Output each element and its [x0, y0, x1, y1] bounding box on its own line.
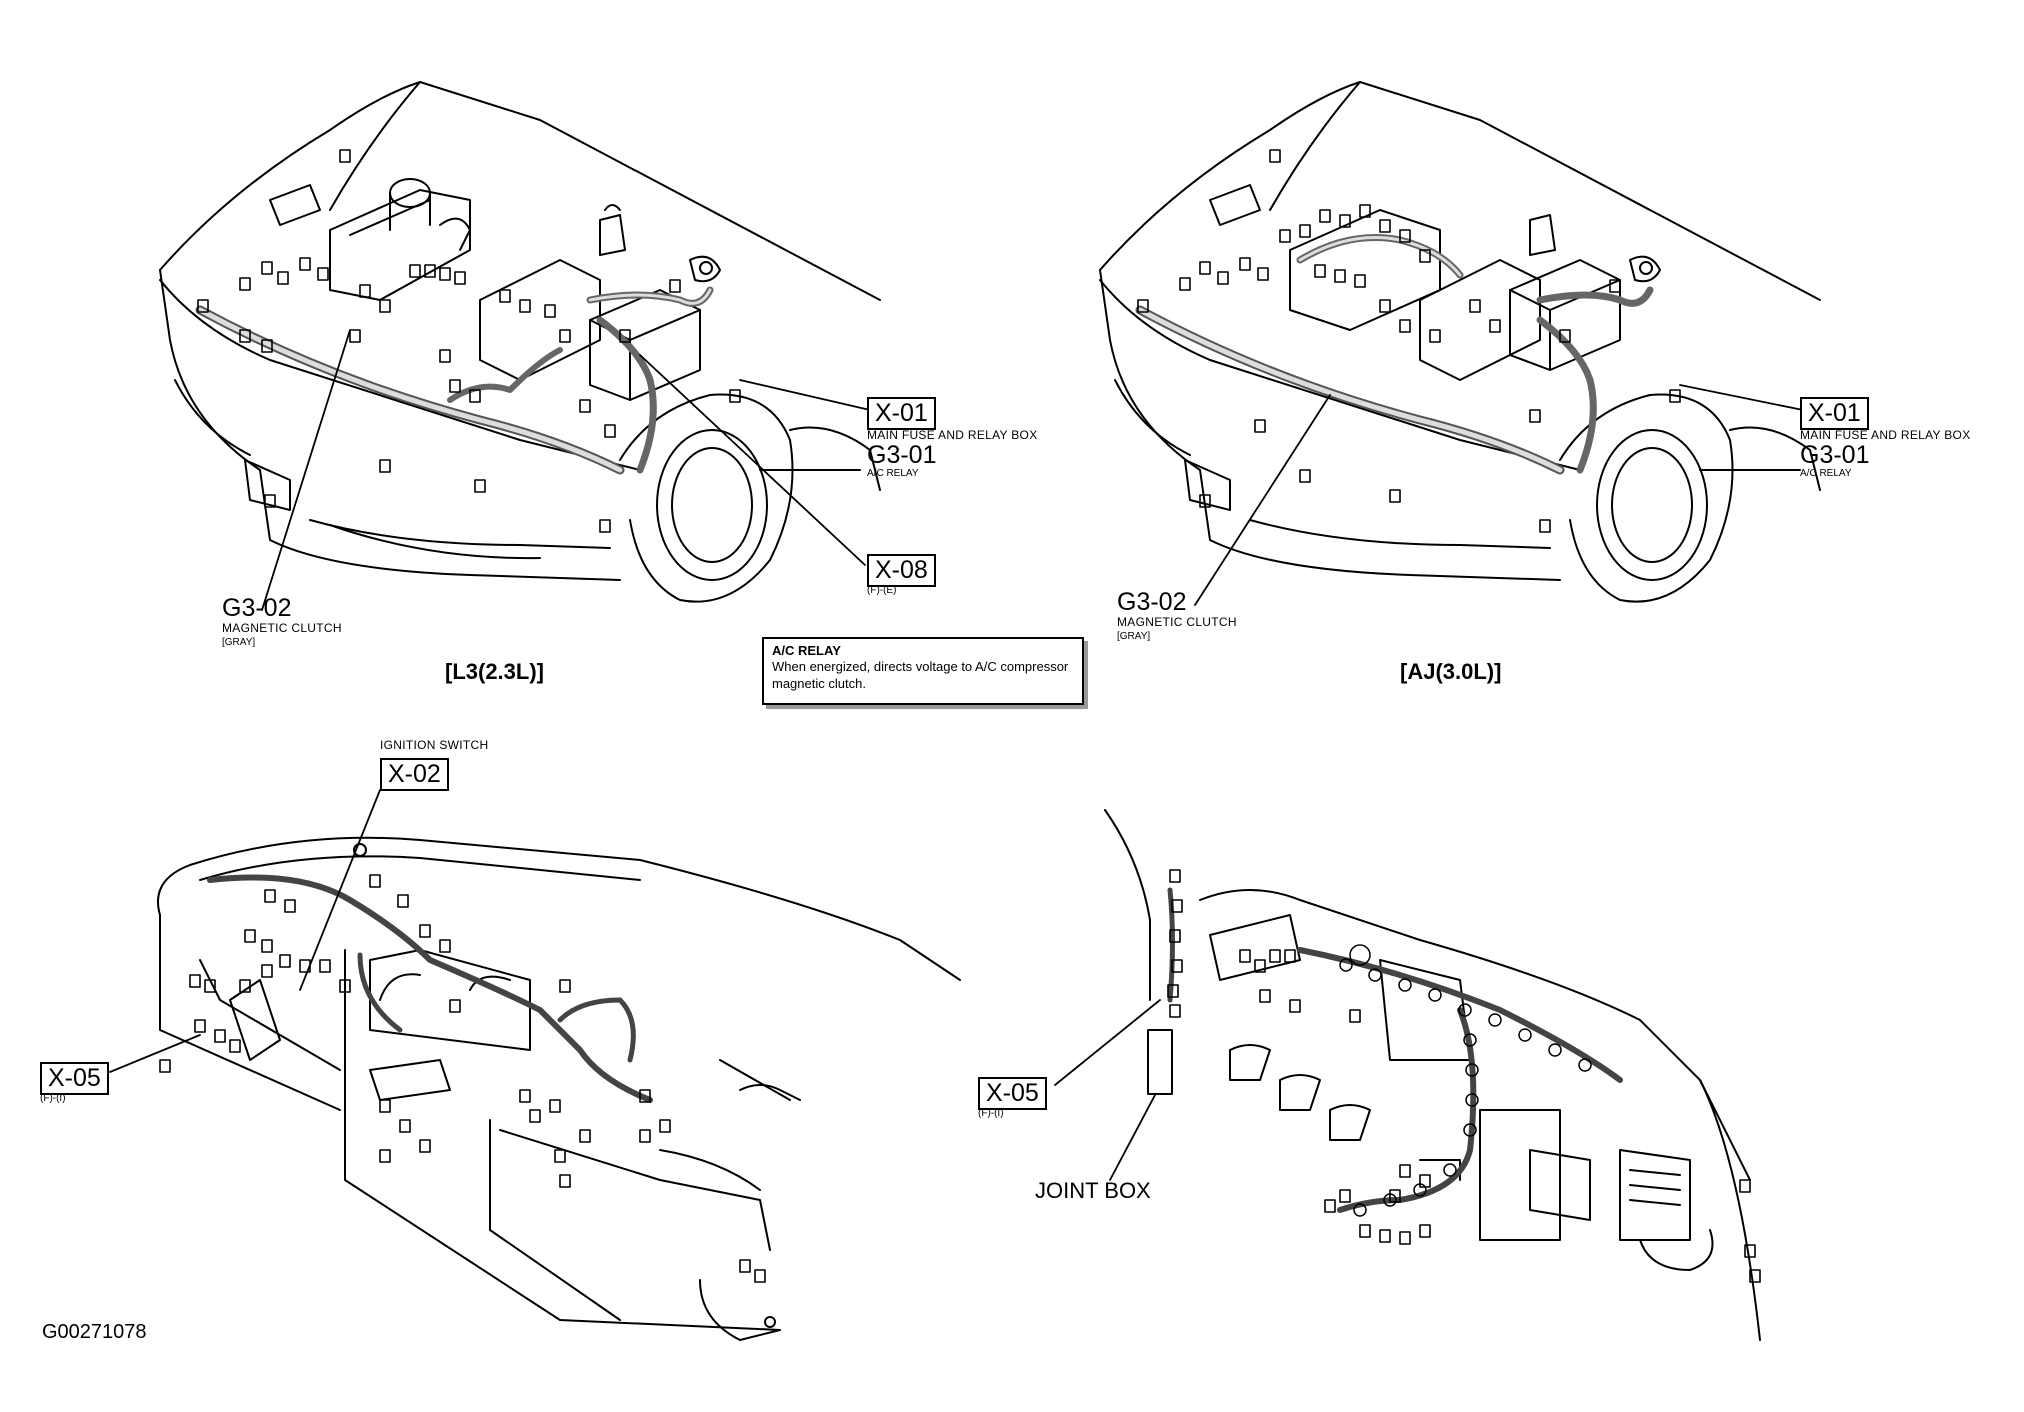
engine-bay-aj-drawing — [1099, 81, 1821, 603]
x05-left-sub: (F)-(I) — [40, 1093, 66, 1104]
g302-right-sub: [GRAY] — [1117, 631, 1151, 642]
figure-id: G00271078 — [42, 1321, 147, 1343]
g302-left-code: G3-02 — [222, 594, 292, 622]
g301-left-title: A/C RELAY — [867, 468, 919, 479]
variant-left-label: [L3(2.3L)] — [445, 659, 544, 684]
x08-code: X-08 — [867, 554, 936, 588]
g301-left-code: G3-01 — [867, 441, 937, 469]
engine-bay-l3-drawing — [159, 81, 881, 603]
variant-right-label: [AJ(3.0L)] — [1400, 659, 1502, 684]
x05-left-code: X-05 — [40, 1062, 109, 1096]
ac-relay-info-title: A/C RELAY — [772, 643, 841, 658]
g302-right-title: MAGNETIC CLUTCH — [1117, 615, 1237, 629]
x01-right-code: X-01 — [1800, 397, 1869, 431]
g302-left-sub: [GRAY] — [222, 637, 256, 648]
joint-box-label: JOINT BOX — [1035, 1178, 1151, 1203]
dashboard-right-drawing — [1104, 809, 1761, 1341]
x02-code: X-02 — [380, 758, 449, 792]
g301-right-title: A/C RELAY — [1800, 468, 1852, 479]
x05-right-code: X-05 — [978, 1077, 1047, 1111]
x02-title: IGNITION SWITCH — [380, 738, 489, 752]
g302-left-title: MAGNETIC CLUTCH — [222, 621, 342, 635]
ac-relay-info-text: When energized, directs voltage to A/C c… — [772, 659, 1069, 691]
x01-left-code: X-01 — [867, 397, 936, 431]
x01-left-title: MAIN FUSE AND RELAY BOX — [867, 428, 1038, 442]
x05-right-sub: (F)-(I) — [978, 1108, 1004, 1119]
dashboard-left-drawing — [157, 836, 961, 1341]
ac-relay-info-box: A/C RELAY When energized, directs voltag… — [762, 637, 1084, 705]
x08-sub: (F)-(E) — [867, 585, 897, 596]
g301-right-code: G3-01 — [1800, 441, 1870, 469]
x01-right-title: MAIN FUSE AND RELAY BOX — [1800, 428, 1971, 442]
g302-right-code: G3-02 — [1117, 588, 1187, 616]
leader-lines — [109, 329, 1804, 1181]
